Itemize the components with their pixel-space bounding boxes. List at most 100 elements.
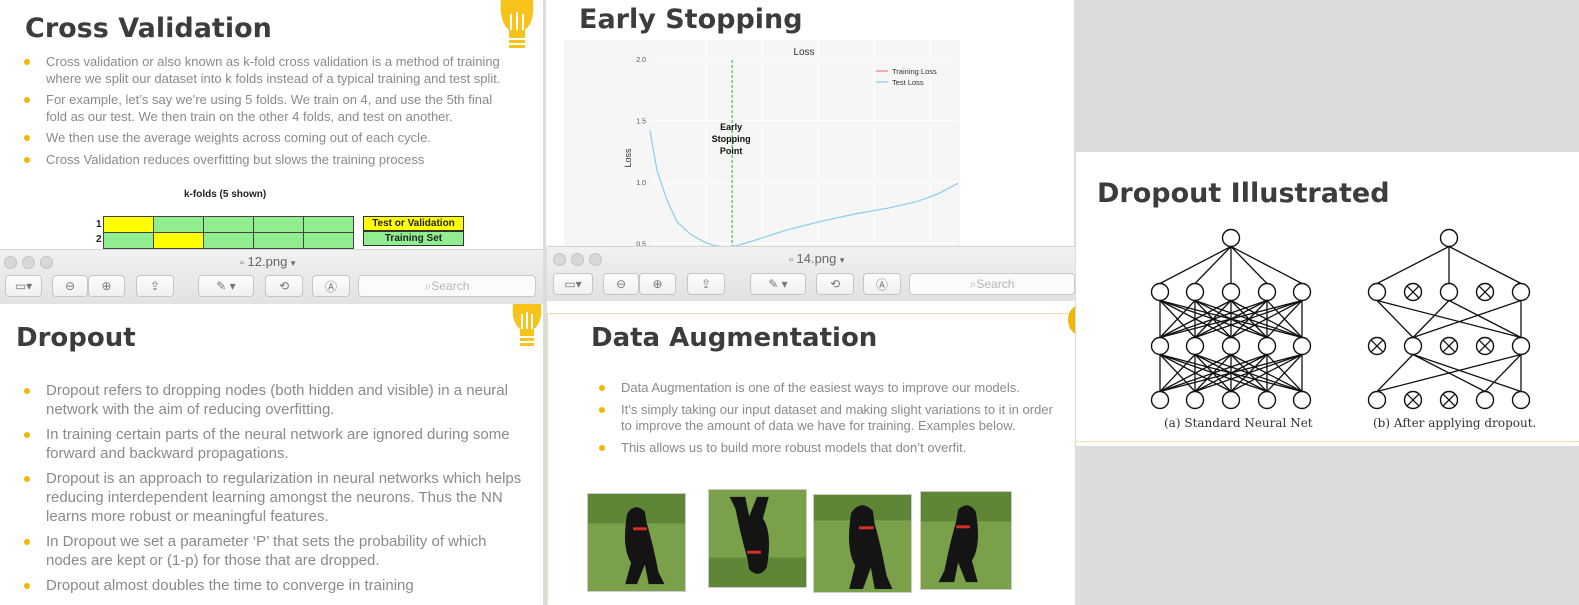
edge [1230,245,1303,285]
edge [1230,353,1303,393]
search-input[interactable]: ⌕ Search [358,275,536,297]
edge [1159,299,1232,339]
close-window-button[interactable] [553,253,566,266]
y-tick-label: 2.0 [636,57,646,64]
kfold-table [103,216,354,250]
slide-title: Dropout Illustrated [1097,178,1390,209]
annotation-label: Point [720,146,743,156]
loss-chart: LossLoss2.01.51.00.5EarlyStoppingPointTr… [623,40,959,247]
legend-label: Training Loss [892,67,937,76]
slide-border [547,313,1075,605]
dropped-mark [1406,285,1420,299]
sidebar-toggle-button[interactable]: ▭▾ [553,273,593,295]
neuron [1257,282,1277,302]
neuron [1511,390,1531,410]
zoom-out-icon: ⊖ [64,279,76,293]
list-item: This allows us to build more robust mode… [599,440,1059,457]
list-item: Dropout refers to dropping nodes (both h… [24,381,529,419]
dog-photo-mirrored [920,491,1012,590]
accent-circle [1068,305,1075,335]
zoom-in-button[interactable]: ⊕ [88,275,125,297]
edge [1412,353,1486,393]
list-item: For example, let’s say we’re using 5 fol… [24,92,514,125]
dropped-mark [1370,339,1384,353]
neuron [1150,282,1170,302]
edge [1159,354,1196,392]
zoom-out-button[interactable]: ⊖ [603,273,639,295]
edge [1159,299,1303,339]
sidebar-toggle-button[interactable]: ▭▾ [5,275,42,297]
slide-divider [1076,441,1579,442]
window-title[interactable]: ▫ 12.png ▾ [240,254,296,269]
sidebar-icon: ▭▾ [564,277,582,291]
neuron [1150,336,1170,356]
image-file-icon: ▫ [240,257,244,269]
list-item: Dropout is an approach to regularization… [24,469,529,526]
edge [1448,245,1522,285]
dropout-illustrated-slide: Dropout Illustrated (a) Standard Neural … [1076,152,1579,446]
share-icon: ⇪ [700,277,712,291]
neuron [1367,282,1387,302]
zoom-in-icon: ⊕ [652,277,663,291]
kfold-row-label: 2 [96,234,102,245]
chevron-down-icon: ▾ [839,255,845,265]
zoom-window-button[interactable] [589,253,602,266]
minimize-window-button[interactable] [22,256,35,269]
data-augmentation-slide: Data Augmentation Data Augmentation is o… [547,301,1075,605]
annotation-label: Early [720,122,742,132]
window-title[interactable]: ▫ 14.png ▾ [789,251,845,266]
search-input[interactable]: ⌕ Search [909,273,1075,295]
neuron [1221,282,1241,302]
sidebar-icon: ▭▾ [14,279,33,293]
edge [1159,353,1303,393]
dog-photo-original [587,493,686,592]
edge [1230,246,1268,284]
list-item: In training certain parts of the neural … [24,425,529,463]
edge [1194,353,1303,393]
dropped-mark [1442,393,1456,407]
chart-title: Loss [793,47,814,58]
neuron [1221,390,1241,410]
edge [1159,299,1268,339]
lightbulb-icon [512,304,542,346]
slide-title: Data Augmentation [591,323,878,353]
list-item: Dropout almost doubles the time to conve… [24,576,529,595]
window-toolbar: ▫ 14.png ▾ ▭▾ ⊖ ⊕ ⇪ ✎ ▾ ⟲ Ⓐ ⌕ Search [547,246,1075,302]
close-window-button[interactable] [4,256,17,269]
markup-button[interactable]: ✎ ▾ [750,273,806,295]
legend-training-set: Training Set [363,231,464,246]
bullet-list: Cross validation or also known as k-fold… [24,54,514,168]
share-icon: ⇪ [149,279,161,293]
share-button[interactable]: ⇪ [687,273,725,295]
slide-title: Dropout [16,323,136,353]
slide-title: Early Stopping [579,4,803,35]
network-diagram [1150,228,1531,410]
neuron [1185,390,1205,410]
edge [1376,245,1450,285]
annotate-button[interactable]: Ⓐ [312,275,350,297]
zoom-in-button[interactable]: ⊕ [639,273,676,295]
annotation-label: Stopping [712,134,751,144]
zoom-window-button[interactable] [40,256,53,269]
rotate-button[interactable]: ⟲ [265,275,303,297]
list-item: In Dropout we set a parameter ‘P’ that s… [24,532,529,570]
rotate-button[interactable]: ⟲ [816,273,854,295]
edge [1412,353,1522,393]
share-button[interactable]: ⇪ [136,275,174,297]
edge [1194,246,1232,284]
annotate-button[interactable]: Ⓐ [863,273,901,295]
edge [1159,353,1268,393]
window-toolbar: ▫ 12.png ▾ ▭▾ ⊖ ⊕ ⇪ ✎ ▾ ⟲ Ⓐ ⌕ Search [0,249,543,305]
dropout-slide: Dropout Dropout refers to dropping nodes… [0,304,543,605]
markup-button[interactable]: ✎ ▾ [198,275,254,297]
neuron [1439,282,1459,302]
zoom-out-icon: ⊖ [615,277,627,291]
chevron-down-icon: ▾ [290,258,296,268]
zoom-out-button[interactable]: ⊖ [52,275,88,297]
neuron [1221,336,1241,356]
y-axis-label: Loss [623,148,633,168]
dropped-mark [1406,393,1420,407]
kfold-table-title: k-folds (5 shown) [184,189,267,200]
minimize-window-button[interactable] [571,253,584,266]
